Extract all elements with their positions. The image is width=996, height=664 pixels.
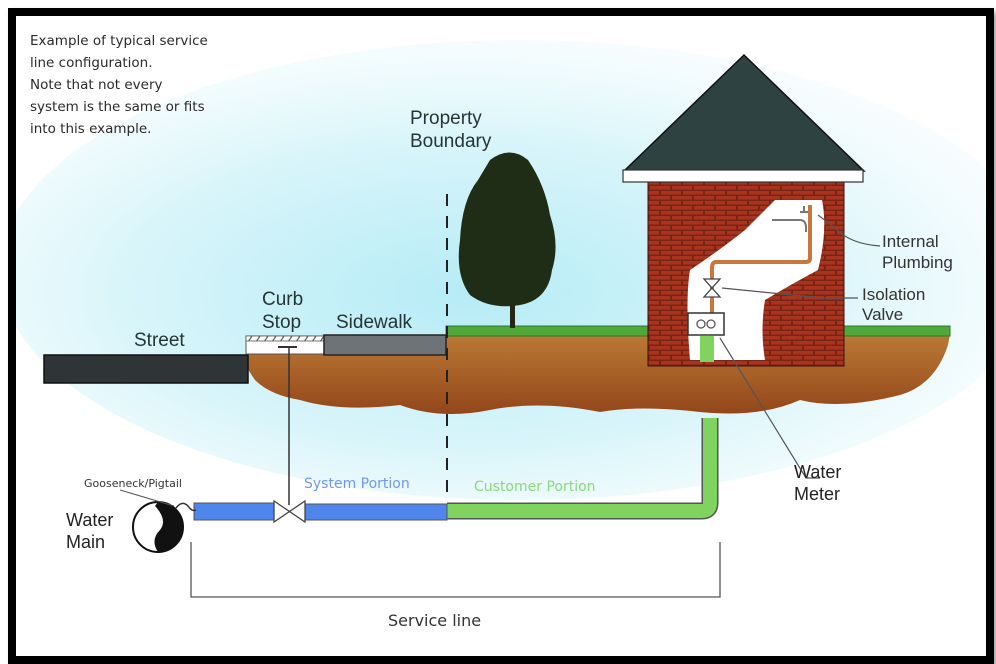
service-line-diagram: Property Boundary Street Curb Stop Sidew…	[16, 40, 986, 630]
meter-riser	[700, 336, 714, 362]
note-line: into this example.	[30, 121, 152, 137]
house	[622, 53, 866, 367]
water-meter-leader	[719, 337, 820, 479]
note-line: line configuration.	[30, 55, 153, 71]
diagram-note: Example of typical service line configur…	[30, 30, 260, 140]
gooseneck-leader	[119, 489, 175, 507]
water-meter-label: Water Meter	[794, 462, 846, 504]
internal-plumbing-label: Internal Plumbing	[882, 232, 953, 272]
sidewalk-label: Sidewalk	[336, 312, 413, 333]
tree	[458, 152, 556, 328]
diagram-frame: Property Boundary Street Curb Stop Sidew…	[8, 8, 994, 664]
gooseneck-pipe	[175, 502, 197, 512]
isolation-valve-icon	[702, 278, 722, 298]
curb-stop-valve-icon	[273, 499, 306, 524]
faucet-icon	[772, 206, 808, 232]
water-main-label: Water Main	[66, 510, 118, 552]
curb-stop-label: Curb Stop	[262, 289, 308, 333]
water-main-icon	[132, 501, 184, 553]
system-pipe-left	[193, 502, 275, 521]
property-boundary-label: Property Boundary	[410, 108, 492, 152]
note-line: Example of typical service	[30, 33, 208, 49]
sidewalk-slab	[323, 334, 447, 356]
street-slab	[43, 354, 249, 384]
note-line: Note that not every	[30, 77, 163, 93]
system-pipe-right	[304, 503, 448, 521]
curb-stop-cover	[245, 335, 325, 342]
roof-fascia	[622, 169, 864, 183]
street-label: Street	[134, 330, 185, 351]
customer-portion-label: Customer Portion	[474, 479, 596, 495]
gooseneck-label: Gooseneck/Pigtail	[84, 477, 182, 490]
isolation-valve-leader	[721, 287, 858, 299]
water-meter-icon	[687, 312, 725, 336]
system-portion-label: System Portion	[304, 476, 410, 492]
service-line-label: Service line	[388, 611, 481, 630]
note-line: system is the same or fits	[30, 99, 205, 115]
service-line-bracket	[190, 542, 721, 598]
isolation-valve-label: Isolation Valve	[862, 285, 930, 324]
internal-plumbing-pipe	[710, 205, 812, 305]
internal-plumbing-leader	[817, 214, 881, 247]
